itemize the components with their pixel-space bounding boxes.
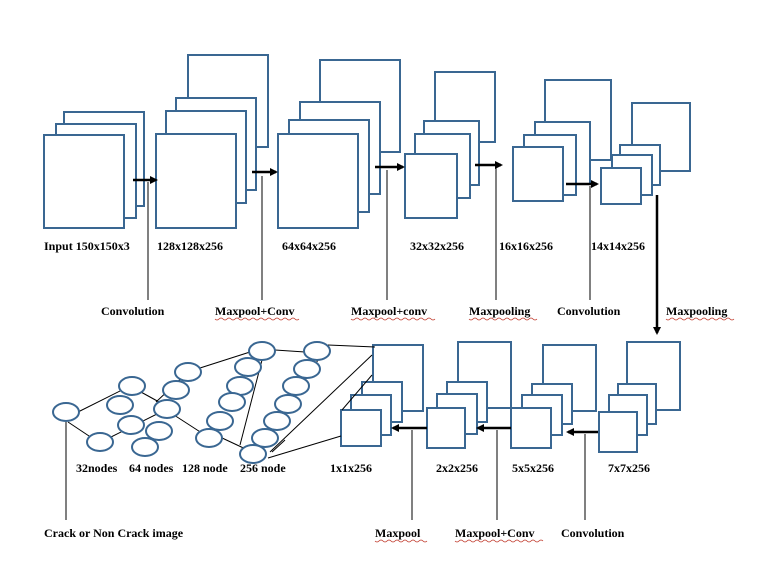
dense-label-32: 32nodes: [76, 461, 118, 475]
shape-label-input: Input 150x150x3: [44, 239, 130, 253]
stack-64x64: [277, 59, 401, 229]
node-256-12: [251, 428, 279, 448]
node-32-2: [86, 432, 114, 452]
node-256-2: [234, 357, 262, 377]
node-256-8: [293, 359, 321, 379]
op-label-maxpool-conv-3: Maxpool+Conv: [455, 526, 535, 540]
op-label-maxpool-conv-2: Maxpool+conv: [351, 304, 427, 318]
dense-nodes: [52, 341, 331, 464]
output-label: Crack or Non Crack image: [44, 526, 184, 540]
stack-32x32: [404, 71, 496, 219]
shape-label-16: 16x16x256: [499, 239, 553, 253]
node-64-3: [117, 415, 145, 435]
node-256-5: [206, 411, 234, 431]
stack-128x128: [155, 54, 269, 229]
dense-label-128: 128 node: [182, 461, 228, 475]
node-128-4: [145, 421, 173, 441]
node-32-1: [52, 402, 80, 422]
stack-2x2: [426, 341, 512, 449]
node-64-2: [106, 395, 134, 415]
node-64-1: [118, 376, 146, 396]
node-64-4: [131, 437, 159, 457]
node-128-2: [162, 380, 190, 400]
dense-label-256: 256 node: [240, 461, 286, 475]
dense-label-64: 64 nodes: [129, 461, 174, 475]
op-label-convolution-3: Convolution: [561, 526, 625, 540]
stack-16x16: [512, 79, 612, 202]
node-128-1: [174, 362, 202, 382]
stack-7x7: [598, 341, 681, 453]
op-label-convolution-2: Convolution: [557, 304, 621, 318]
op-label-convolution-1: Convolution: [101, 304, 165, 318]
shape-label-128: 128x128x256: [157, 239, 223, 253]
stack-5x5: [510, 344, 597, 449]
op-label-maxpooling-2: Maxpooling: [666, 304, 727, 318]
node-256-13: [239, 444, 267, 464]
stack-input: [43, 111, 145, 229]
node-256-11: [263, 411, 291, 431]
node-256-4: [218, 392, 246, 412]
shape-label-7: 7x7x256: [608, 461, 650, 475]
node-128-3: [153, 399, 181, 419]
shape-label-5: 5x5x256: [512, 461, 554, 475]
op-label-maxpool-conv-1: Maxpool+Conv: [215, 304, 295, 318]
shape-label-2: 2x2x256: [436, 461, 478, 475]
node-256-1: [248, 341, 276, 361]
node-256-7: [303, 341, 331, 361]
stack-14x14: [600, 102, 691, 205]
op-label-maxpooling-1: Maxpooling: [469, 304, 530, 318]
shape-label-1: 1x1x256: [330, 461, 372, 475]
shape-label-32: 32x32x256: [410, 239, 464, 253]
op-label-maxpool: Maxpool: [375, 526, 421, 540]
shape-label-64: 64x64x256: [282, 239, 336, 253]
stack-1x1: [340, 344, 424, 447]
node-256-6: [195, 428, 223, 448]
node-256-10: [274, 394, 302, 414]
shape-label-14: 14x14x256: [591, 239, 645, 253]
node-256-9: [282, 376, 310, 396]
